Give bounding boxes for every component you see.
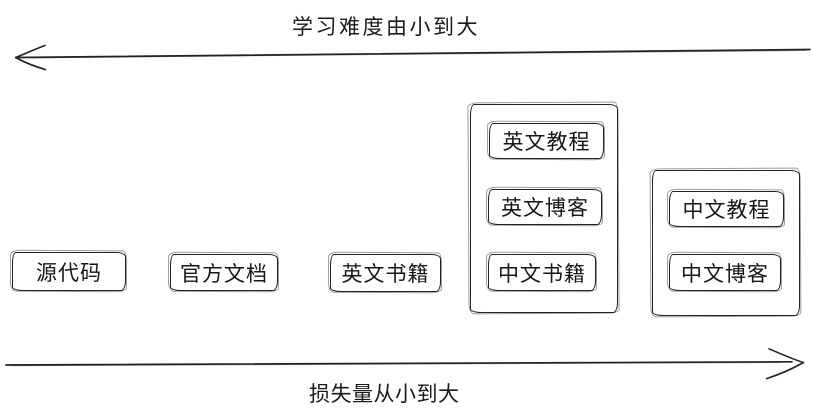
group-box-2: 中文教程 中文博客 <box>652 170 800 316</box>
bottom-axis-label: 损失量从小到大 <box>309 383 460 406</box>
box-english-tutorials-label: 英文教程 <box>502 131 591 154</box>
left-arrow-icon <box>14 44 811 71</box>
box-official-docs: 官方文档 <box>170 254 278 291</box>
box-english-blogs-label: 英文博客 <box>501 197 589 220</box>
box-english-blogs: 英文博客 <box>488 189 602 225</box>
group-box-1: 英文教程 英文博客 中文书籍 <box>470 104 618 313</box>
box-chinese-blogs: 中文博客 <box>669 254 781 291</box>
box-official-docs-label: 官方文档 <box>180 262 268 286</box>
box-english-tutorials: 英文教程 <box>489 123 604 159</box>
top-axis-label: 学习难度由小到大 <box>292 16 480 39</box>
box-chinese-books: 中文书籍 <box>488 254 596 291</box>
box-chinese-blogs-label: 中文博客 <box>681 262 769 286</box>
box-english-books-label: 英文书籍 <box>341 263 430 286</box>
box-source-code-label: 源代码 <box>36 261 102 285</box>
right-arrow-icon <box>5 348 805 380</box>
box-chinese-tutorials: 中文教程 <box>669 191 784 227</box>
box-english-books: 英文书籍 <box>330 254 441 292</box>
box-chinese-tutorials-label: 中文教程 <box>682 199 771 222</box>
box-chinese-books-label: 中文书籍 <box>498 262 586 286</box>
box-source-code: 源代码 <box>12 252 126 291</box>
